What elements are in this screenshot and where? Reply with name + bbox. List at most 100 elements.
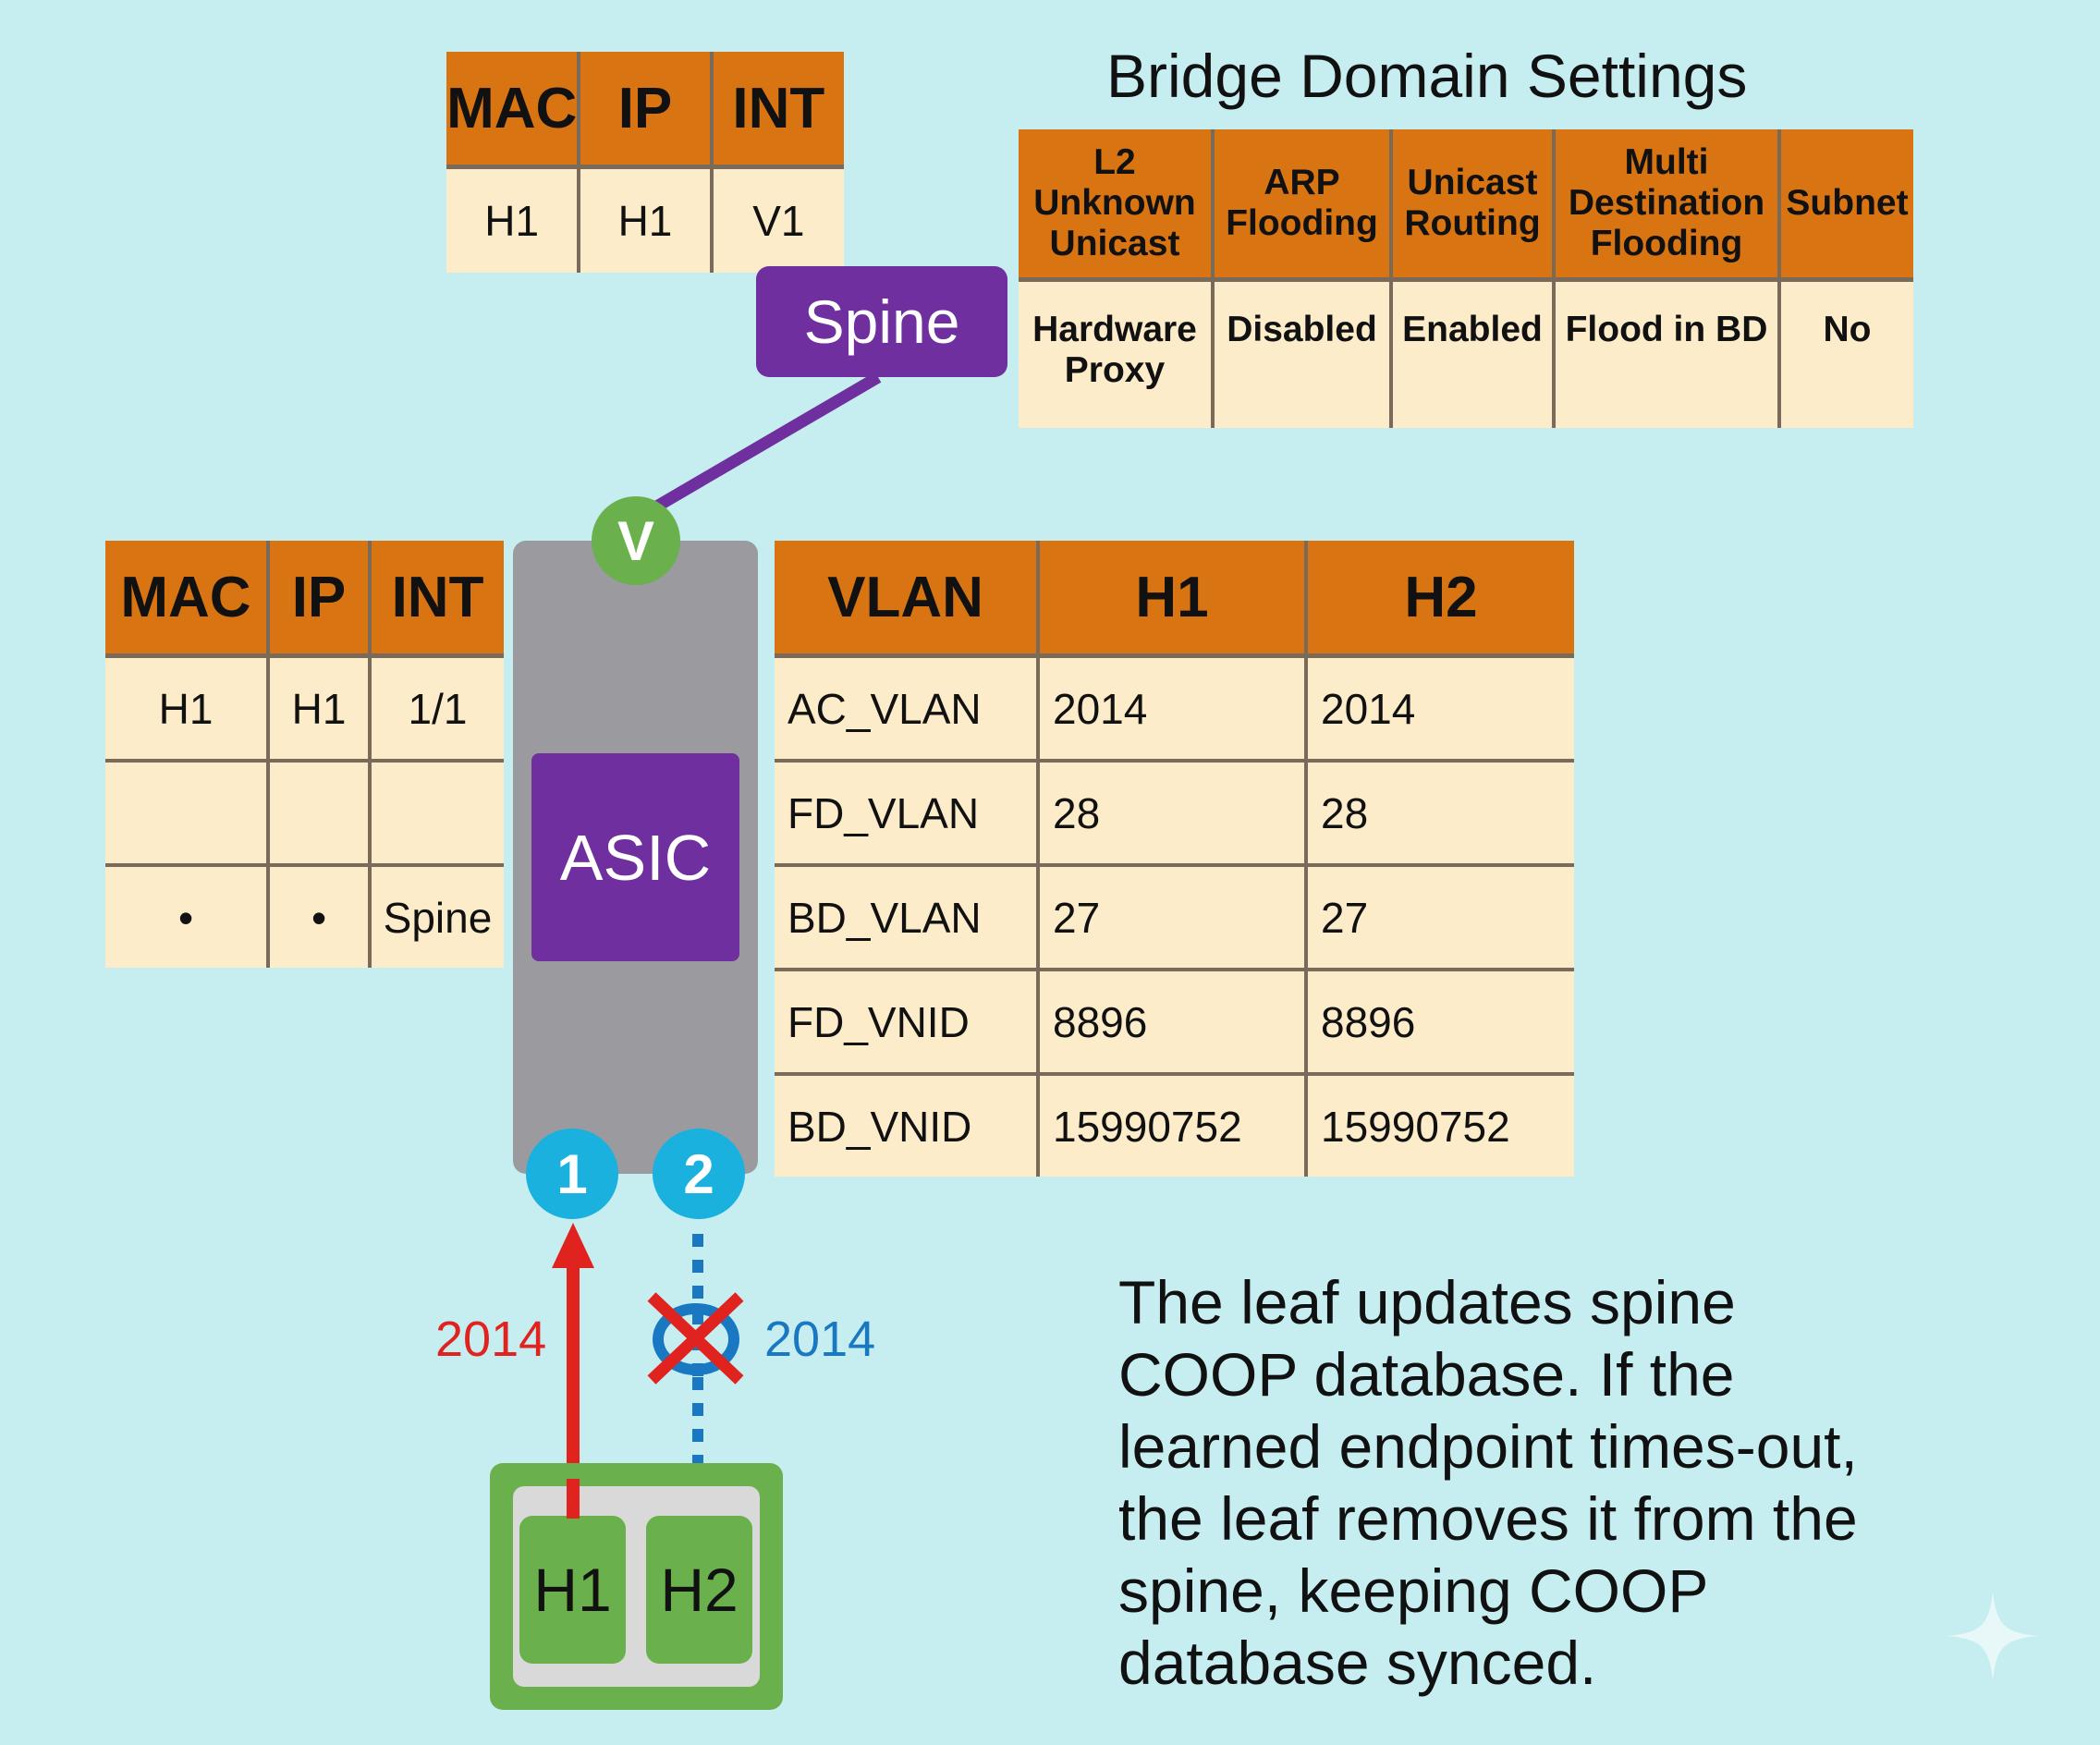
cell-int: V1 [711, 166, 844, 273]
vlan-value-cell: 2014 [1038, 655, 1308, 763]
cell-ip: • [268, 865, 372, 968]
vlan-value-cell: 27 [1306, 865, 1574, 971]
table-row: • • Spine [105, 865, 504, 968]
host-h1: H1 [519, 1516, 626, 1664]
vlan-value-cell: 8896 [1038, 970, 1308, 1076]
cell-int: Spine [370, 865, 504, 968]
description-line: The leaf updates spine [1118, 1268, 1736, 1336]
h1-vlan-label: 2014 [435, 1312, 547, 1367]
vlan-value-cell: 2014 [1306, 655, 1574, 763]
port-2-icon: 2 [653, 1129, 745, 1219]
header-line: Destination [1568, 183, 1765, 223]
cell-int [370, 761, 504, 867]
spine-mac-table: MAC IP INT H1 H1 V1 [446, 52, 844, 273]
col-ip: IP [579, 52, 714, 169]
value-line: Proxy [1064, 350, 1166, 390]
h2-vlan-label: 2014 [764, 1312, 876, 1367]
cell-mac: H1 [446, 166, 581, 273]
value-line: Hardware [1032, 310, 1197, 349]
col-int: INT [370, 541, 504, 658]
vlan-type-cell: FD_VLAN [775, 761, 1040, 867]
cell-ip: H1 [268, 655, 372, 763]
leaf-mac-table: MAC IP INT H1 H1 1/1 • • Spine [105, 541, 504, 968]
vlan-value-cell: 15990752 [1038, 1074, 1308, 1177]
vlan-value-cell: 27 [1038, 865, 1308, 971]
header-line: ARP [1264, 163, 1340, 202]
host-h1-label: H1 [533, 1556, 612, 1624]
value-line: No [1823, 310, 1872, 349]
bridge-domain-title: Bridge Domain Settings [1106, 42, 1748, 110]
cell-mac: H1 [105, 655, 270, 763]
vlan-value-cell: 8896 [1306, 970, 1574, 1076]
host-h2-label: H2 [660, 1556, 739, 1624]
vtep-icon: V [592, 496, 680, 585]
header-line: Unicast [1407, 163, 1538, 202]
asic-label: ASIC [559, 821, 712, 894]
col-ip: IP [268, 541, 372, 658]
vlan-type-cell: FD_VNID [775, 970, 1040, 1076]
header-line: Multi [1624, 142, 1709, 182]
table-row [105, 761, 504, 867]
col-h1: H1 [1038, 541, 1308, 658]
description-line: the leaf removes it from the [1118, 1484, 1858, 1553]
vtep-label: V [617, 509, 655, 572]
cell-unicast-routing: Enabled [1391, 279, 1556, 428]
header-line: Routing [1404, 203, 1541, 243]
cell-subnet: No [1779, 279, 1913, 428]
vlan-value-cell: 15990752 [1306, 1074, 1574, 1177]
col-h2: H2 [1306, 541, 1574, 658]
vlan-type-cell: BD_VNID [775, 1074, 1040, 1177]
description-line: spine, keeping COOP [1118, 1556, 1709, 1625]
spine-node: Spine [756, 266, 1007, 377]
header-line: Flooding [1226, 203, 1378, 243]
description-line: database synced. [1118, 1629, 1597, 1697]
sparkle-icon [1948, 1592, 2037, 1680]
description-line: COOP database. If the [1118, 1340, 1735, 1409]
cell-arp-flooding: Disabled [1213, 279, 1393, 428]
col-mac: MAC [446, 52, 581, 169]
cell-mac [105, 761, 270, 867]
blocked-vlan-icon [647, 1292, 744, 1385]
value-line: Flood in BD [1565, 310, 1768, 349]
col-vlan: VLAN [775, 541, 1040, 658]
value-line: Enabled [1402, 310, 1543, 349]
table-row: H1 H1 V1 [446, 166, 844, 273]
asic-chip: ASIC [531, 753, 739, 961]
header-line: Unicast [1049, 224, 1180, 263]
header-line: Subnet [1786, 183, 1909, 223]
description-line: learned endpoint times-out, [1118, 1412, 1858, 1481]
spine-label: Spine [803, 287, 960, 356]
cell-int: 1/1 [370, 655, 504, 763]
cell-multi-destination-flooding: Flood in BD [1554, 279, 1781, 428]
table-row: H1 H1 1/1 [105, 655, 504, 763]
header-line: Unknown [1033, 183, 1196, 223]
value-line: Disabled [1227, 310, 1377, 349]
port-1-icon: 1 [526, 1129, 618, 1219]
header-line: Flooding [1590, 224, 1743, 263]
header-line: L2 [1093, 142, 1136, 182]
vlan-type-cell: AC_VLAN [775, 655, 1040, 763]
port-2-label: 2 [683, 1142, 714, 1205]
spine-to-vtep-link [634, 372, 882, 523]
cell-ip [268, 761, 372, 867]
vlan-value-cell: 28 [1038, 761, 1308, 867]
col-int: INT [711, 52, 844, 169]
vlan-value-cell: 28 [1306, 761, 1574, 867]
vlan-type-cell: BD_VLAN [775, 865, 1040, 971]
col-subnet: Subnet [1779, 129, 1913, 282]
